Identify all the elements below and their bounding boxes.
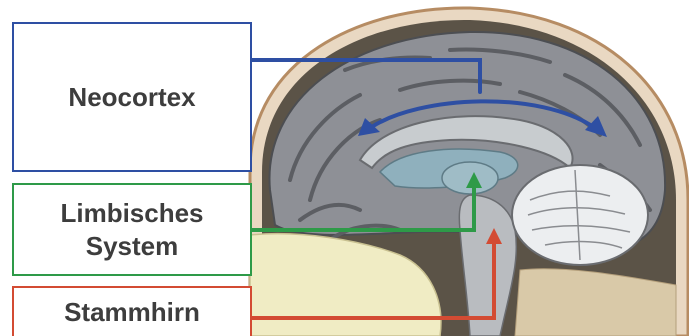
neocortex-label: Neocortex bbox=[68, 82, 195, 113]
limbic-label-line2: System bbox=[60, 230, 203, 263]
neocortex-label-box: Neocortex bbox=[12, 22, 252, 172]
thalamus bbox=[442, 162, 498, 194]
limbic-system-label-box: Limbisches System bbox=[12, 183, 252, 276]
limbic-label-line1: Limbisches bbox=[60, 197, 203, 230]
brainstem-label: Stammhirn bbox=[64, 297, 200, 328]
brainstem-label-box: Stammhirn bbox=[12, 286, 252, 336]
limbic-system-label: Limbisches System bbox=[60, 197, 203, 262]
